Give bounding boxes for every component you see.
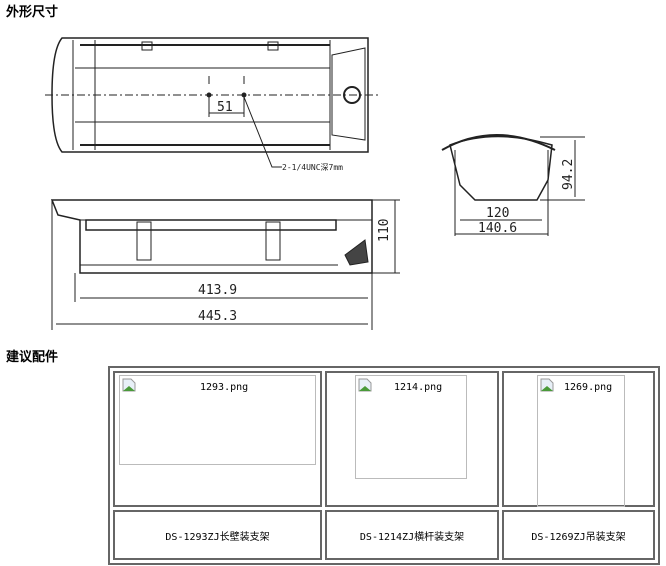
section-heading-accessories: 建议配件	[6, 350, 59, 365]
dim-total-width: 140.6	[478, 221, 517, 236]
accessory-image[interactable]: 1293.png	[119, 375, 316, 465]
accessory-image-cell: 1293.png	[113, 371, 322, 507]
accessory-caption: DS-1269ZJ吊装支架	[502, 510, 655, 560]
dimension-drawing: 51 2-1/4UNC深7mm 110 413.9 445.3 94.2 120…	[45, 37, 585, 330]
accessory-image-cell: 1269.png	[502, 371, 655, 507]
section-heading-dimensions: 外形尺寸	[6, 5, 59, 20]
dim-inner-width: 120	[486, 206, 509, 221]
top-view: 51 2-1/4UNC深7mm	[45, 37, 378, 172]
end-view: 94.2 120 140.6	[441, 134, 585, 236]
accessories-table: 1293.png 1214.png 1269.png DS-1293ZJ长壁装支…	[108, 366, 660, 565]
image-alt-text: 1214.png	[394, 382, 443, 393]
accessory-caption: DS-1293ZJ长壁装支架	[113, 510, 322, 560]
side-view: 110 413.9 445.3	[50, 199, 400, 330]
broken-image-icon	[540, 378, 554, 392]
accessory-image[interactable]: 1269.png	[537, 375, 625, 507]
dim-height: 110	[377, 219, 392, 242]
dim-inner-length: 413.9	[198, 283, 237, 298]
broken-image-icon	[122, 378, 136, 392]
accessory-caption: DS-1214ZJ横杆装支架	[325, 510, 499, 560]
broken-image-icon	[358, 378, 372, 392]
accessory-image[interactable]: 1214.png	[355, 375, 467, 479]
image-alt-text: 1269.png	[564, 382, 613, 393]
thread-note: 2-1/4UNC深7mm	[282, 163, 343, 172]
accessory-image-cell: 1214.png	[325, 371, 499, 507]
dim-total-length: 445.3	[198, 309, 237, 324]
dim-side-height: 94.2	[561, 159, 576, 190]
image-alt-text: 1293.png	[200, 382, 249, 393]
dim-hole-spacing: 51	[217, 100, 233, 115]
